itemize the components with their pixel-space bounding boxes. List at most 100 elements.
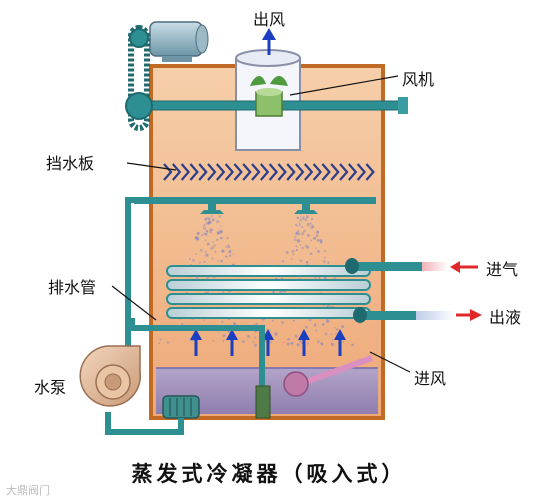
eliminator-blade — [198, 163, 208, 181]
spray-droplet — [323, 250, 327, 253]
air-out-arrow — [262, 28, 276, 55]
eliminator-blade — [251, 163, 261, 181]
spray-droplet — [225, 245, 228, 249]
spray-droplet — [214, 250, 217, 253]
spray-droplet — [227, 330, 230, 333]
spray-droplet — [326, 319, 330, 323]
spray-droplet — [305, 215, 309, 219]
spray-droplet — [222, 334, 226, 338]
air-out-label: 出风 — [253, 10, 286, 29]
spray-droplet — [211, 257, 214, 260]
spray-droplet — [298, 224, 301, 227]
spray-droplet — [309, 222, 312, 225]
spray-droplet — [212, 339, 215, 342]
spray-droplet — [211, 240, 215, 244]
spray-droplet — [304, 217, 308, 222]
spray-droplet — [189, 258, 191, 260]
spray-droplet — [269, 329, 271, 332]
spray-droplet — [205, 222, 209, 225]
spray-droplet — [342, 341, 345, 343]
spray-droplet — [158, 342, 161, 345]
eliminator-blade — [163, 163, 173, 181]
spray-droplet — [292, 319, 295, 322]
liquid-out-label: 出液 — [489, 308, 522, 327]
drain-pipe — [129, 318, 271, 419]
spray-droplet — [206, 242, 210, 246]
spray-droplet — [300, 216, 302, 218]
spray-header — [134, 197, 376, 214]
spray-droplet — [299, 259, 303, 263]
spray-droplet — [211, 246, 215, 249]
spray-droplet — [290, 341, 294, 345]
spray-droplet — [203, 224, 206, 227]
air-in-arrow — [298, 329, 310, 356]
eliminator-blade — [286, 163, 296, 181]
belt-drive — [125, 25, 153, 131]
spray-droplet — [294, 235, 297, 238]
spray-droplet — [205, 230, 209, 233]
fan-impeller — [250, 75, 288, 117]
spray-droplet — [296, 216, 300, 219]
diagram-caption: 蒸发式冷凝器（吸入式） — [131, 461, 407, 486]
spray-droplet — [206, 277, 208, 279]
spray-droplet — [291, 249, 295, 253]
spray-droplet — [331, 338, 334, 341]
spray-droplet — [295, 233, 298, 236]
eliminator-blade — [207, 163, 217, 181]
spray-droplet — [299, 218, 303, 222]
air-in-label: 进风 — [414, 369, 447, 388]
eliminator-blade — [242, 163, 252, 181]
fan-label: 风机 — [402, 70, 435, 89]
spray-droplet — [324, 332, 328, 336]
spray-droplet — [204, 250, 207, 253]
pump-suction-pipe — [105, 412, 184, 435]
spray-droplet — [290, 258, 293, 260]
spray-droplet — [314, 276, 317, 280]
spray-droplet — [315, 329, 318, 332]
spray-droplet — [222, 290, 225, 294]
spray-droplet — [203, 260, 206, 263]
watermark: 大鼎阀门 — [6, 484, 50, 497]
spray-droplet — [191, 258, 195, 262]
spray-droplet — [272, 290, 275, 294]
spray-droplet — [321, 323, 325, 326]
leader-lines — [111, 75, 411, 373]
spray-droplet — [301, 342, 303, 345]
spray-droplet — [254, 336, 257, 339]
eliminator-blade — [224, 163, 235, 181]
spray-droplet — [198, 261, 201, 264]
spray-droplet — [333, 276, 337, 280]
spray-droplet — [194, 253, 197, 256]
eliminator-blade — [189, 163, 199, 181]
eliminator-blade — [180, 163, 191, 181]
spray-droplet — [221, 249, 225, 253]
spray-droplet — [210, 214, 214, 218]
spray-droplet — [295, 248, 298, 252]
spray-droplet — [306, 223, 310, 227]
spray-droplet — [203, 227, 207, 231]
spray-droplet — [207, 217, 210, 220]
spray-droplet — [323, 256, 326, 259]
eliminator-blade — [171, 163, 182, 181]
spray-droplet — [207, 217, 211, 221]
spray-droplet — [304, 325, 309, 329]
spray-droplet — [306, 342, 310, 345]
spray-droplet — [208, 230, 213, 234]
spray-droplet — [218, 215, 222, 218]
spray-droplet — [296, 343, 300, 347]
air-in-arrows — [190, 329, 346, 356]
spray-droplet — [228, 254, 232, 258]
spray-droplet — [216, 219, 220, 224]
spray-droplet — [219, 229, 223, 234]
spray-droplet — [335, 332, 337, 335]
spray-droplet — [217, 331, 220, 334]
spray-droplet — [301, 232, 305, 236]
drain-pipe-label: 排水管 — [48, 278, 97, 297]
spray-droplet — [206, 216, 209, 219]
pump-label: 水泵 — [34, 378, 67, 397]
spray-droplet — [217, 260, 220, 262]
spray-droplet — [316, 239, 320, 242]
spray-droplet — [295, 245, 298, 248]
spray-droplet — [307, 233, 310, 237]
